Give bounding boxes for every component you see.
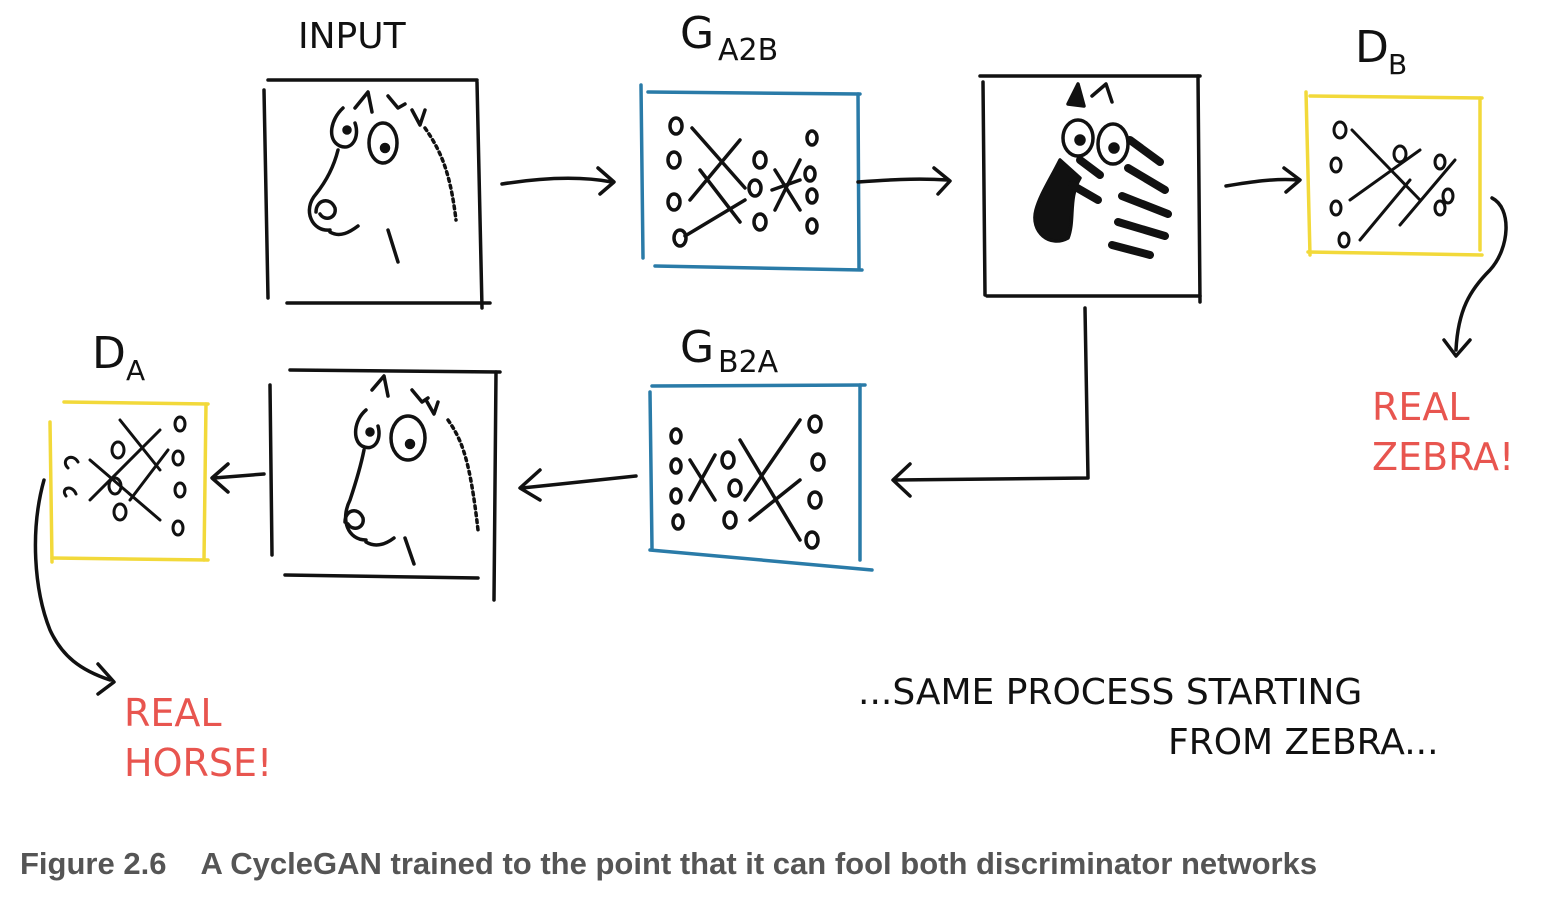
arrow-g-a2b-to-zebra (856, 177, 950, 184)
figure-caption-text: A CycleGAN trained to the point that it … (200, 846, 1318, 881)
real-horse-line1: REAL (124, 691, 222, 735)
svg-text:B2A: B2A (718, 345, 779, 380)
svg-text:B: B (1388, 48, 1407, 81)
arrow-input-to-g-a2b (500, 176, 614, 186)
arrow-zebra-to-d-b (1224, 177, 1300, 188)
zebra-box (978, 74, 1202, 304)
svg-text:D: D (92, 328, 126, 379)
svg-text:A: A (126, 354, 145, 387)
note-line1: ...SAME PROCESS STARTING (858, 672, 1362, 713)
svg-text:G: G (680, 322, 714, 373)
arrow-g-b2a-to-horse (520, 474, 638, 490)
note-line2: FROM ZEBRA... (1168, 722, 1439, 763)
g-a2b-label: G A2B (680, 8, 778, 68)
svg-text:D: D (1355, 22, 1389, 73)
arrow-zebra-to-g-b2a (893, 306, 1090, 482)
d-a-network-icon (62, 415, 187, 537)
d-a-label: D A (92, 328, 145, 387)
d-b-network-icon (1329, 120, 1457, 249)
d-a-box (48, 400, 210, 564)
d-b-label: D B (1355, 22, 1407, 81)
arrow-d-a-to-real-horse (33, 478, 112, 682)
flow-arrows (33, 166, 1508, 696)
arrow-horse-to-d-a (212, 472, 266, 480)
real-zebra-line2: ZEBRA! (1372, 435, 1514, 479)
g-b2a-label: G B2A (680, 322, 779, 380)
arrow-d-b-to-real-zebra (1454, 196, 1508, 352)
input-label: INPUT (298, 16, 407, 57)
d-b-box (1304, 90, 1484, 257)
figure-caption: Figure 2.6 A CycleGAN trained to the poin… (20, 846, 1317, 882)
figure-number: Figure 2.6 (20, 846, 167, 881)
svg-text:G: G (680, 8, 714, 59)
g-b2a-network-icon (669, 414, 826, 550)
real-zebra-line1: REAL (1372, 385, 1470, 429)
svg-text:A2B: A2B (718, 33, 778, 68)
input-horse-box (262, 78, 492, 310)
zebra-icon (1033, 82, 1172, 259)
g-a2b-network-icon (666, 116, 819, 248)
horse-output-icon (343, 374, 480, 566)
horse-input-icon (307, 90, 458, 264)
horse-output-box (268, 368, 502, 602)
real-horse-line2: HORSE! (124, 741, 272, 785)
g-b2a-box (648, 383, 874, 572)
